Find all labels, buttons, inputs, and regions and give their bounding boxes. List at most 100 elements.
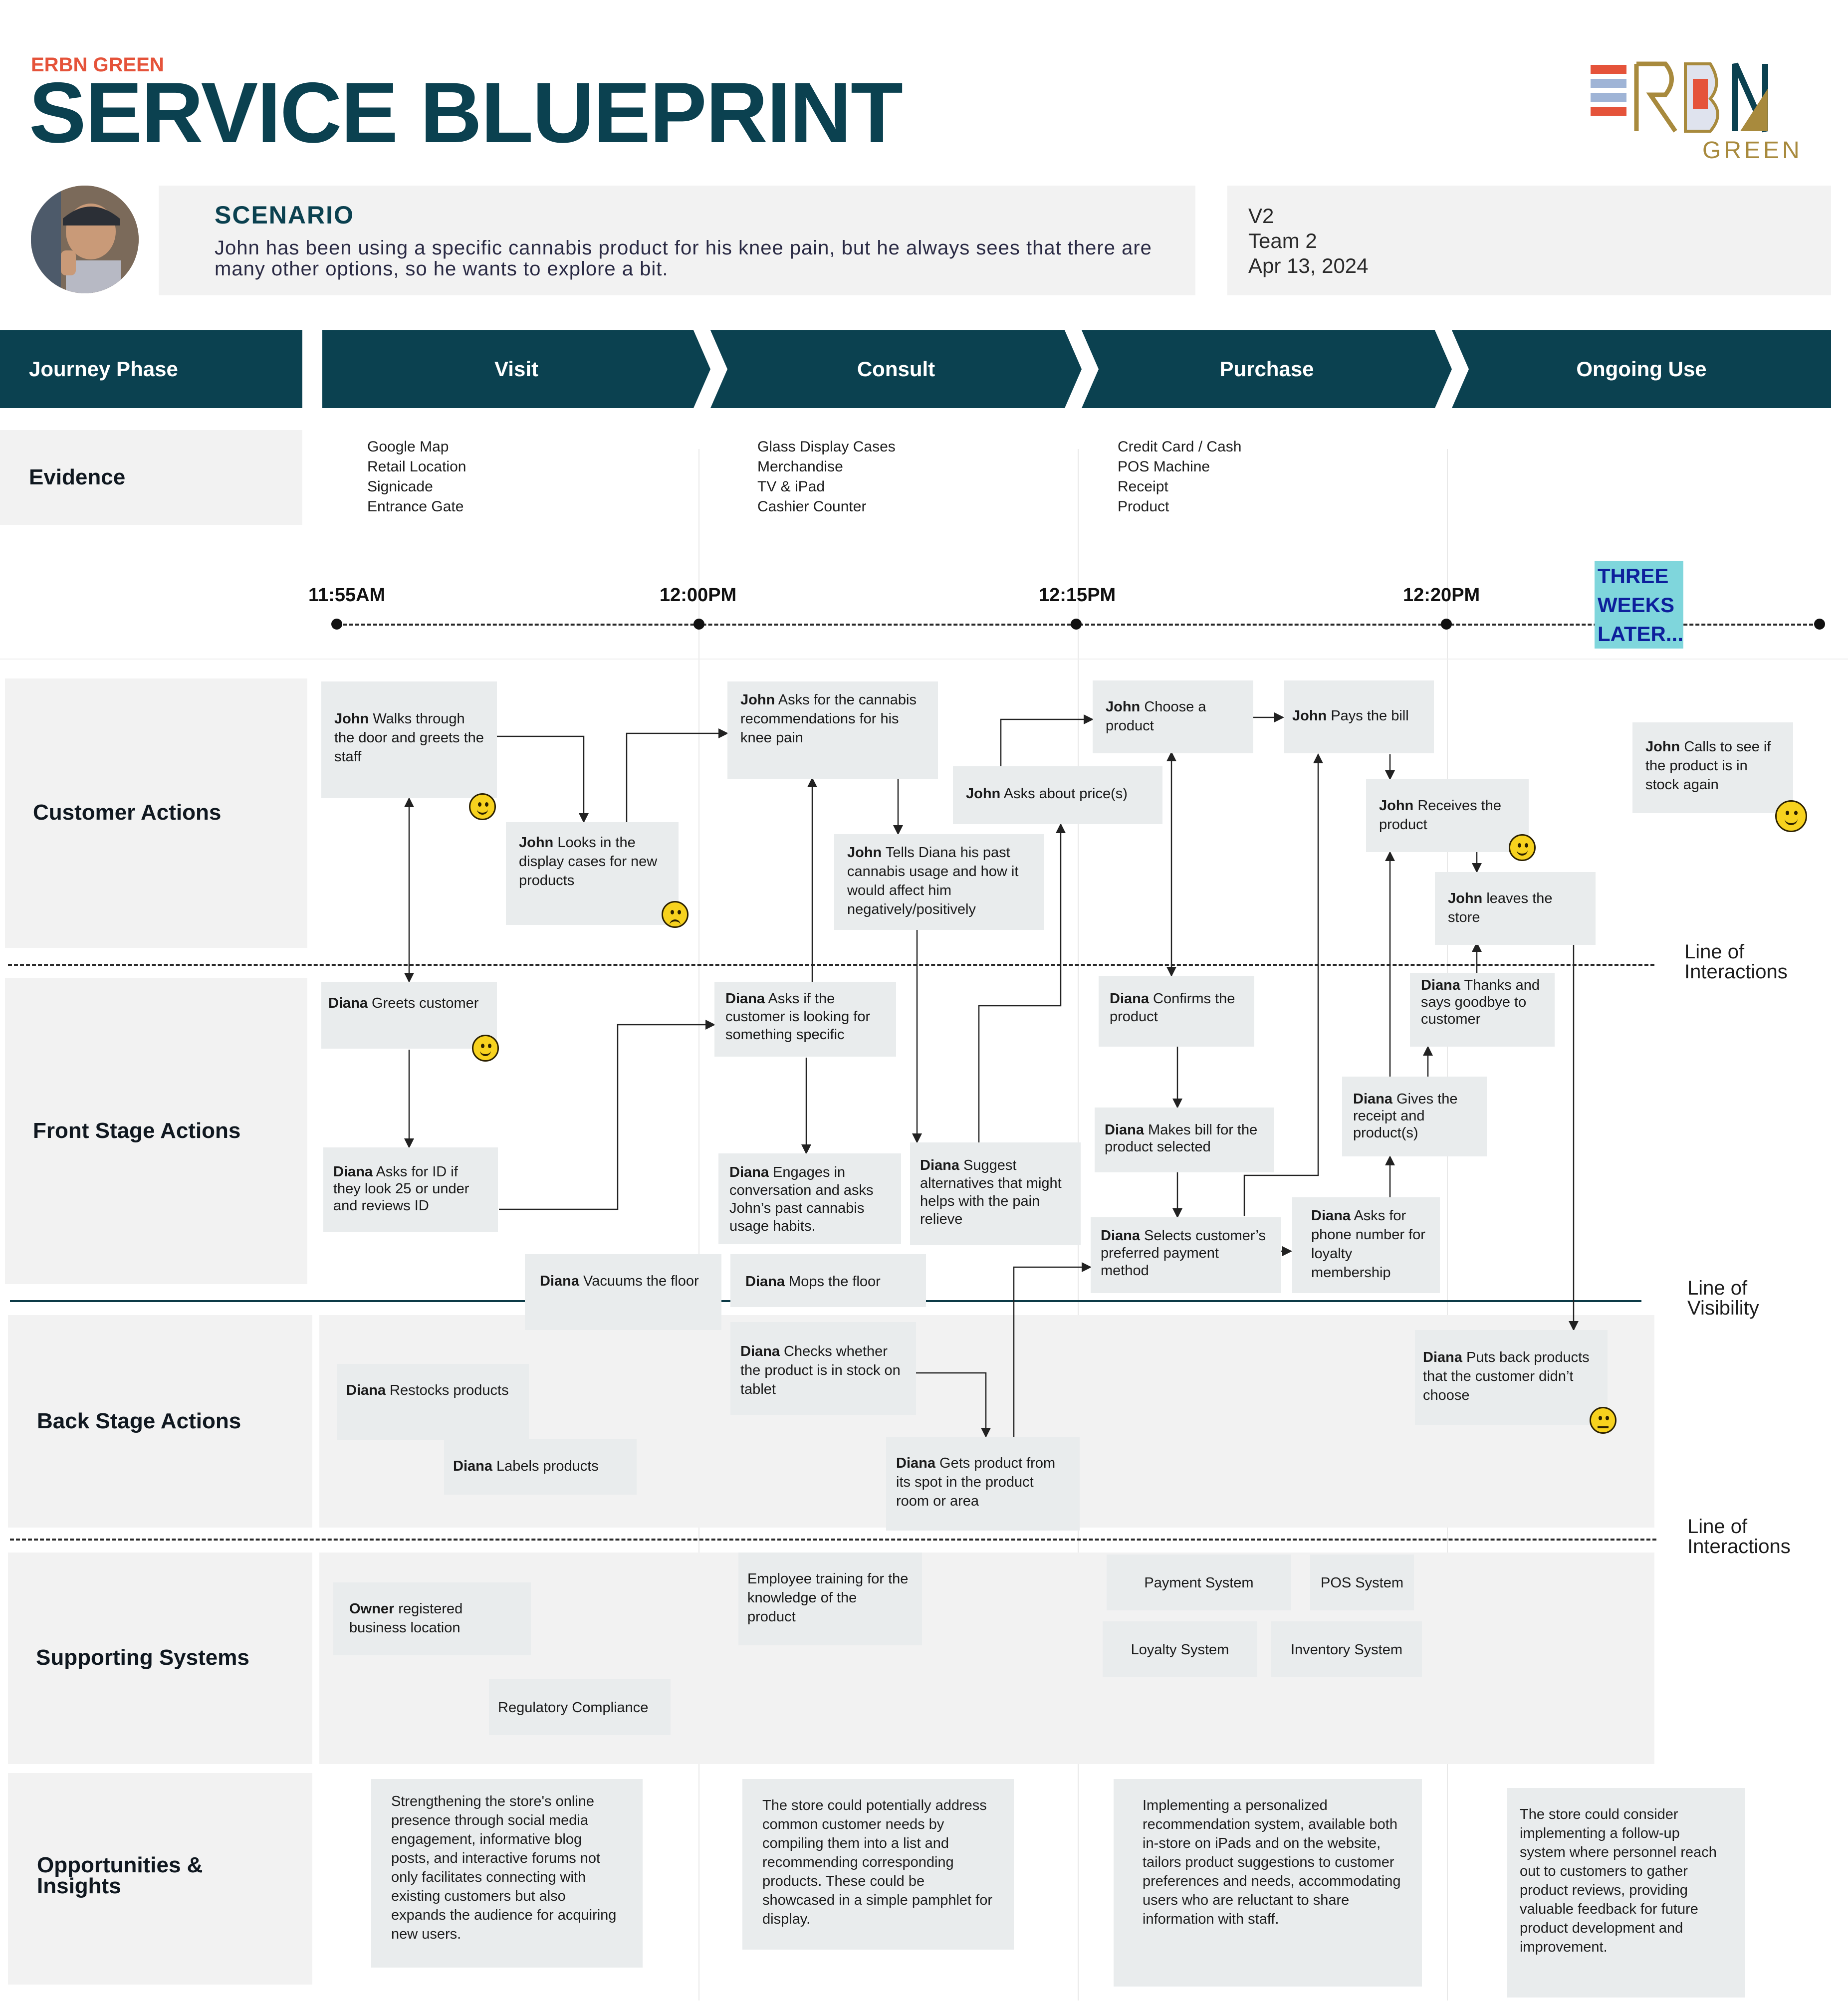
card-actor: Diana bbox=[540, 1273, 579, 1289]
phase-ongoing: Ongoing Use bbox=[1576, 357, 1707, 381]
card-text: Puts back products that the customer did… bbox=[1423, 1349, 1590, 1403]
phase-bar bbox=[322, 330, 1831, 408]
card-actor: Diana bbox=[920, 1157, 959, 1173]
page-title: SERVICE BLUEPRINT bbox=[29, 65, 903, 161]
card-john-walks[interactable]: John Walks through the door and greets t… bbox=[321, 681, 497, 798]
card-actor: John bbox=[334, 711, 369, 727]
card-text: Asks about price(s) bbox=[1000, 786, 1128, 802]
arrow-payment-pays bbox=[1243, 753, 1323, 1216]
phase-visit: Visit bbox=[494, 357, 538, 381]
card-diana-puts-back[interactable]: Diana Puts back products that the custom… bbox=[1415, 1330, 1608, 1425]
card-loyalty-system[interactable]: Loyalty System bbox=[1103, 1621, 1257, 1677]
line-of-visibility-label: Line of Visibility bbox=[1687, 1277, 1759, 1319]
card-diana-suggest[interactable]: Diana Suggest alternatives that might he… bbox=[910, 1142, 1081, 1245]
card-john-choose[interactable]: John Choose a product bbox=[1093, 680, 1253, 753]
card-diana-thanks[interactable]: Diana Thanks and says goodbye to custome… bbox=[1410, 973, 1555, 1047]
scenario-heading: SCENARIO bbox=[215, 201, 354, 229]
card-text: POS System bbox=[1321, 1575, 1403, 1591]
card-diana-engages[interactable]: Diana Engages in conversation and asks J… bbox=[718, 1153, 901, 1244]
card-diana-makes-bill[interactable]: Diana Makes bill for the product selecte… bbox=[1095, 1108, 1274, 1172]
time-1200: 12:00PM bbox=[660, 585, 737, 606]
front-label-panel bbox=[5, 978, 307, 1284]
card-john-asks-recommendation[interactable]: John Asks for the cannabis recommendatio… bbox=[727, 681, 938, 779]
phase-divider bbox=[698, 449, 699, 2001]
card-actor: Diana bbox=[346, 1382, 386, 1398]
card-text: Mops the floor bbox=[784, 1274, 881, 1290]
card-diana-greets[interactable]: Diana Greets customer bbox=[321, 982, 497, 1049]
front-stage-label: Front Stage Actions bbox=[33, 1118, 241, 1143]
card-diana-confirms[interactable]: Diana Confirms the product bbox=[1099, 976, 1254, 1047]
erbn-logo-mark bbox=[1591, 61, 1768, 133]
evidence-purchase: Credit Card / Cash POS Machine Receipt P… bbox=[1118, 439, 1242, 515]
journey-phase-label: Journey Phase bbox=[0, 330, 302, 408]
relieved-emoji-icon bbox=[1509, 834, 1536, 861]
card-text: Loyalty System bbox=[1131, 1642, 1229, 1658]
card-diana-receipt[interactable]: Diana Gives the receipt and product(s) bbox=[1342, 1077, 1487, 1156]
card-owner-registered[interactable]: Owner registered business location bbox=[333, 1582, 531, 1655]
card-actor: Diana bbox=[725, 991, 765, 1007]
timeline-dot bbox=[1814, 619, 1825, 630]
card-diana-restocks[interactable]: Diana Restocks products bbox=[337, 1364, 529, 1440]
time-1155: 11:55AM bbox=[308, 585, 386, 606]
customer-actions-label: Customer Actions bbox=[33, 800, 222, 825]
card-text: Asks for phone number for loyalty member… bbox=[1311, 1208, 1425, 1281]
card-actor: Diana bbox=[729, 1164, 769, 1180]
card-actor: Diana bbox=[1110, 991, 1149, 1007]
scenario-panel: SCENARIO John has been using a specific … bbox=[159, 186, 1195, 295]
brand-label: ERBN GREEN bbox=[31, 54, 164, 76]
card-diana-labels[interactable]: Diana Labels products bbox=[444, 1439, 637, 1495]
card-actor: John bbox=[1645, 739, 1680, 755]
card-pos-system[interactable]: POS System bbox=[1310, 1555, 1414, 1610]
card-text: Inventory System bbox=[1290, 1642, 1403, 1658]
card-diana-mops[interactable]: Diana Mops the floor bbox=[730, 1254, 926, 1307]
card-john-receives[interactable]: John Receives the product bbox=[1366, 779, 1529, 852]
line-of-internal-interaction bbox=[10, 1539, 1656, 1541]
evidence-consult: Glass Display Cases Merchandise TV & iPa… bbox=[757, 439, 896, 515]
meta-panel bbox=[1227, 186, 1831, 295]
card-john-calls[interactable]: John Calls to see if the product is in s… bbox=[1632, 722, 1793, 813]
erbn-logo bbox=[1591, 59, 1790, 164]
opportunity-purchase: Implementing a personalized recommendati… bbox=[1114, 1779, 1422, 1987]
card-regulatory-compliance[interactable]: Regulatory Compliance bbox=[489, 1679, 671, 1735]
arrow-looks-asksrec bbox=[626, 728, 728, 822]
card-text: Restocks products bbox=[385, 1382, 509, 1398]
card-diana-asks-looking[interactable]: Diana Asks if the customer is looking fo… bbox=[714, 982, 896, 1057]
card-inventory-system[interactable]: Inventory System bbox=[1271, 1621, 1422, 1677]
card-john-pays[interactable]: John Pays the bill bbox=[1284, 680, 1434, 753]
evidence-visit: Google Map Retail Location Signicade Ent… bbox=[367, 439, 466, 515]
card-diana-gets-product[interactable]: Diana Gets product from its spot in the … bbox=[886, 1437, 1080, 1531]
card-text: Asks if the customer is looking for some… bbox=[725, 991, 871, 1043]
card-actor: John bbox=[519, 835, 554, 851]
opportunity-consult: The store could potentially address comm… bbox=[742, 1779, 1014, 1950]
card-actor: John bbox=[847, 845, 882, 861]
worried-emoji-icon bbox=[662, 901, 689, 928]
card-diana-payment-method[interactable]: Diana Selects customer’s preferred payme… bbox=[1091, 1217, 1281, 1293]
card-actor: Diana bbox=[1423, 1349, 1462, 1365]
evidence-label-panel bbox=[0, 430, 302, 525]
card-text: Walks through the door and greets the st… bbox=[334, 711, 484, 765]
card-john-tells[interactable]: John Tells Diana his past cannabis usage… bbox=[834, 834, 1044, 930]
card-diana-vacuums[interactable]: Diana Vacuums the floor bbox=[525, 1254, 721, 1330]
card-text: Gives the receipt and product(s) bbox=[1353, 1091, 1458, 1141]
card-actor: John bbox=[1379, 798, 1414, 814]
neutral-emoji-icon bbox=[1590, 1407, 1617, 1434]
card-john-leaves[interactable]: John leaves the store bbox=[1435, 872, 1596, 945]
card-diana-phone-number[interactable]: Diana Asks for phone number for loyalty … bbox=[1292, 1197, 1440, 1293]
opportunity-ongoing: The store could consider implementing a … bbox=[1507, 1788, 1745, 1998]
card-text: Choose a product bbox=[1106, 699, 1206, 734]
card-text: Selects customer’s preferred payment met… bbox=[1101, 1228, 1266, 1279]
card-john-looks[interactable]: John Looks in the display cases for new … bbox=[506, 822, 679, 925]
support-label-panel bbox=[8, 1553, 312, 1764]
card-diana-asks-id[interactable]: Diana Asks for ID if they look 25 or und… bbox=[323, 1147, 498, 1232]
card-john-asks-price[interactable]: John Asks about price(s) bbox=[953, 766, 1162, 824]
card-text: Asks for the cannabis recommendations fo… bbox=[740, 692, 917, 746]
card-diana-checks-stock[interactable]: Diana Checks whether the product is in s… bbox=[730, 1322, 916, 1415]
card-payment-system[interactable]: Payment System bbox=[1107, 1555, 1291, 1610]
back-stage-label: Back Stage Actions bbox=[37, 1409, 241, 1433]
card-employee-training[interactable]: Employee training for the knowledge of t… bbox=[738, 1553, 922, 1645]
timeline-dot bbox=[1441, 619, 1452, 630]
card-actor: Diana bbox=[1105, 1122, 1144, 1138]
card-text: Tells Diana his past cannabis usage and … bbox=[847, 845, 1019, 917]
meta-info: V2 Team 2 Apr 13, 2024 bbox=[1248, 204, 1369, 278]
